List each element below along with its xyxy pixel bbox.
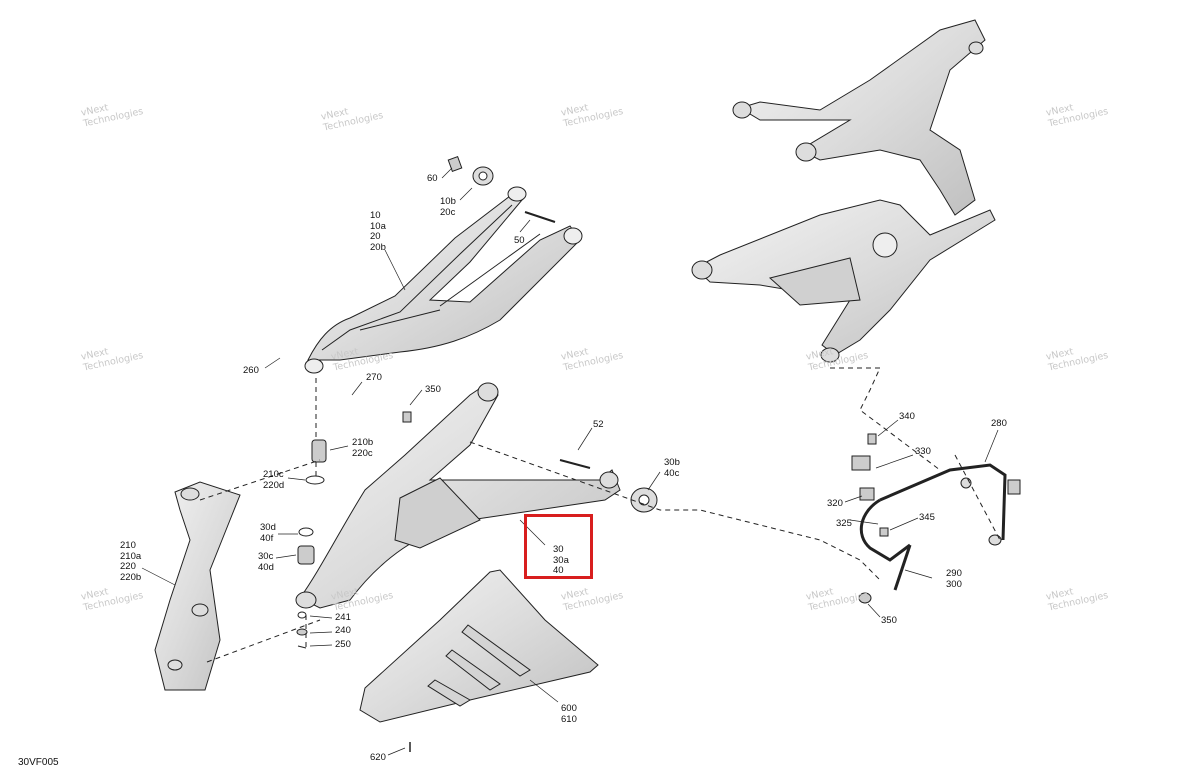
rear-a-arm [691, 199, 996, 363]
callout-30d[interactable]: 30d 40f [260, 522, 276, 544]
assembly-lines [199, 367, 1001, 663]
callout-30c[interactable]: 30c 40d [258, 551, 274, 573]
diagram-code: 30VF005 [18, 757, 59, 768]
callout-52[interactable]: 52 [593, 419, 604, 430]
callout-325[interactable]: 325 [836, 518, 852, 529]
callout-30b[interactable]: 30b 40c [664, 457, 680, 479]
callout-290[interactable]: 290 300 [946, 568, 962, 590]
callout-345[interactable]: 345 [919, 512, 935, 523]
callout-260[interactable]: 260 [243, 365, 259, 376]
callout-10[interactable]: 10 10a 20 20b [370, 210, 386, 253]
callout-210c[interactable]: 210c 220d [263, 469, 285, 491]
callout-210b[interactable]: 210b 220c [352, 437, 374, 459]
leader-lines [141, 167, 999, 756]
upper-a-arm [304, 156, 583, 374]
callout-10b[interactable]: 10b 20c [440, 196, 456, 218]
callout-210[interactable]: 210 210a 220 220b [120, 540, 142, 583]
callout-280[interactable]: 280 [991, 418, 1007, 429]
callout-240[interactable]: 240 [335, 625, 351, 636]
callout-340[interactable]: 340 [899, 411, 915, 422]
callout-241[interactable]: 241 [335, 612, 351, 623]
callout-330[interactable]: 330 [915, 446, 931, 457]
callout-250[interactable]: 250 [335, 639, 351, 650]
callout-270[interactable]: 270 [366, 372, 382, 383]
callout-350-rear[interactable]: 350 [881, 615, 897, 626]
callout-600[interactable]: 600 610 [561, 703, 577, 725]
callout-350-front[interactable]: 350 [425, 384, 441, 395]
trailing-arm [732, 19, 986, 216]
callout-50[interactable]: 50 [514, 235, 525, 246]
knuckle [154, 481, 241, 691]
callout-60[interactable]: 60 [427, 173, 438, 184]
callout-320[interactable]: 320 [827, 498, 843, 509]
sway-bar [851, 433, 1021, 604]
skid-plate [359, 569, 599, 752]
highlight-box [524, 514, 593, 579]
lower-a-arm [295, 382, 658, 609]
callout-620[interactable]: 620 [370, 752, 386, 763]
